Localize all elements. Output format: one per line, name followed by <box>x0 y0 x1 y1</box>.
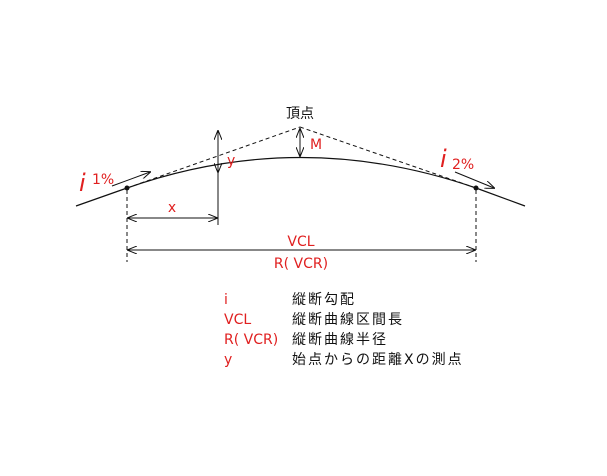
grade-i2-value: 2% <box>452 157 474 173</box>
legend-description: 縦断曲線区間長 <box>292 312 404 328</box>
legend-symbol: R( VCR) <box>224 332 278 348</box>
grade-line-i1 <box>75 187 128 207</box>
curve-end-point <box>473 185 479 191</box>
grade-line-i2 <box>475 187 526 207</box>
grade-i1-value: 1% <box>92 172 114 188</box>
y-label: y <box>227 153 235 169</box>
vertical-curve <box>126 156 477 189</box>
tangent-right-dashed <box>299 126 477 189</box>
apex-label: 頂点 <box>286 106 314 122</box>
legend-symbol: i <box>224 292 228 308</box>
m-label: M <box>310 137 322 153</box>
grade-arrow-i2 <box>454 171 494 188</box>
vcl-label: VCL <box>287 234 314 250</box>
grade-i2-letter: i <box>440 145 447 173</box>
legend-description: 縦断勾配 <box>292 292 356 308</box>
curve-start-point <box>124 185 130 191</box>
x-label: x <box>168 200 176 216</box>
grade-arrow-i1 <box>111 172 150 187</box>
grade-i1-letter: i <box>79 169 86 197</box>
vcr-label: R( VCR) <box>274 256 328 272</box>
tangent-left-dashed <box>126 126 301 189</box>
legend-symbol: VCL <box>224 312 251 328</box>
legend: i 縦断勾配 VCL 縦断曲線区間長 R( VCR) 縦断曲線半径 y 始点から… <box>224 292 464 368</box>
legend-description: 始点からの距離Xの測点 <box>292 351 464 368</box>
legend-symbol: y <box>224 352 232 368</box>
legend-description: 縦断曲線半径 <box>292 332 388 348</box>
